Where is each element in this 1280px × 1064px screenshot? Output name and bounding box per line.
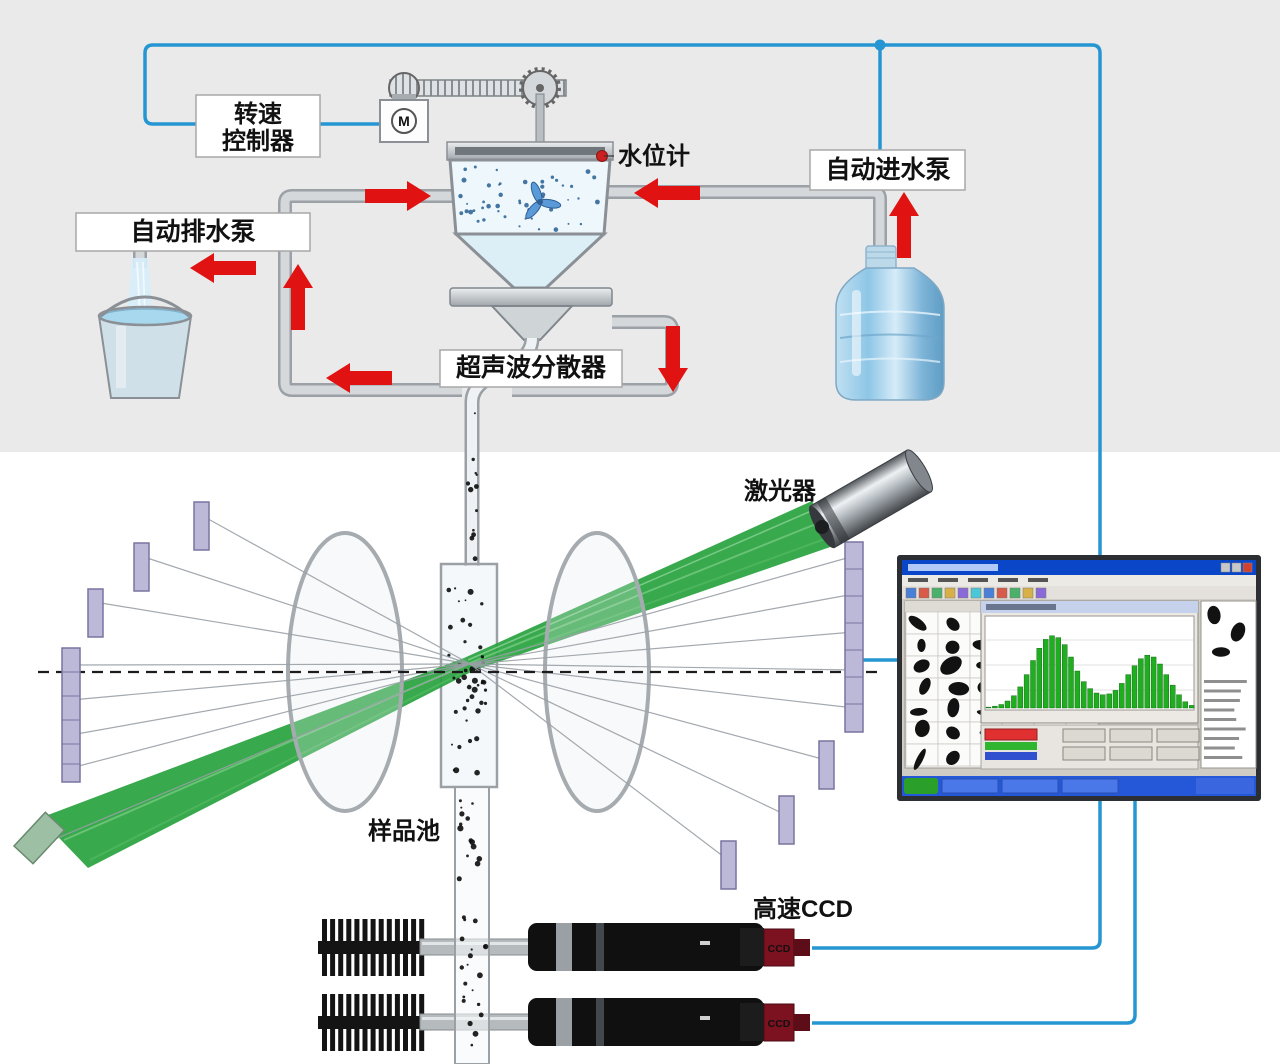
flow-arrows (190, 178, 919, 393)
ccd-connector (794, 1014, 810, 1031)
stirrer-drive: M (379, 67, 567, 143)
titlebar-text-placeholder (908, 564, 998, 571)
menu-items-placeholder (908, 578, 1048, 582)
toolbar-icons (905, 587, 1047, 599)
menu-bar (902, 575, 1256, 586)
speed-controller-label-line2: 控制器 (222, 127, 295, 155)
legend-red (984, 728, 1038, 741)
bucket-body (97, 315, 193, 399)
maximize-button (1231, 562, 1242, 573)
impeller (525, 181, 562, 219)
detector-left-2 (133, 542, 150, 592)
close-button (1242, 562, 1253, 573)
laser-device (808, 449, 933, 549)
detector-beam-stop (12, 811, 66, 865)
flow-arrow-left-drain (190, 253, 256, 283)
screen-titlebar (902, 560, 1256, 575)
motor-letter: M (398, 113, 410, 129)
ultrasonic-disperser-box (439, 349, 623, 388)
drain-pump-box (75, 212, 311, 252)
data-rows-placeholder (1204, 680, 1247, 759)
bucket-rim (97, 305, 193, 327)
camera-body (528, 923, 764, 971)
disperser-horn (489, 305, 575, 341)
detector-right-3 (720, 840, 737, 890)
detector-right-2 (778, 795, 795, 845)
speed-controller-box (195, 94, 321, 158)
detector-right-1 (818, 740, 835, 790)
ccd-block-label: CCD (768, 943, 791, 955)
ccd-sensor-block (763, 1003, 795, 1042)
water-level-label: 水位计 (618, 142, 690, 170)
speed-controller-label-line1: 转速 (234, 100, 282, 128)
ccd-sensor-block (763, 928, 795, 967)
control-buttons (1062, 728, 1200, 761)
flow-arrow-down-right (658, 326, 688, 392)
taskbar-items (941, 778, 1254, 794)
main-control-cable (143, 43, 1102, 950)
beam-diverging (40, 658, 475, 868)
ccd-camera-2: CCD (318, 994, 810, 1051)
ccd-camera-1: CCD (318, 919, 810, 976)
laser-label: 激光器 (744, 477, 817, 505)
flow-arrow-up-left (283, 264, 313, 330)
detector-left-3 (87, 588, 104, 638)
start-button (904, 778, 938, 794)
circulation-pipes (133, 185, 887, 397)
laser-aperture (815, 520, 829, 534)
optics (286, 531, 651, 813)
inlet-pump-label: 自动进水泵 (825, 156, 950, 184)
flow-arrow-right (365, 181, 431, 211)
bucket-handle (100, 295, 190, 318)
detector-left-column (61, 647, 81, 783)
detector-left-1 (193, 501, 210, 551)
detector-right-column (844, 541, 864, 733)
particle-preview (1207, 605, 1246, 657)
heatsink-bar (318, 1016, 424, 1029)
scattered-light-rays (33, 514, 855, 861)
high-speed-ccd-label: 高速CCD (753, 895, 853, 923)
signal-cables (143, 39, 1137, 1025)
labels: 转速 控制器 自动排水泵 自动进水泵 超声波分散器 水位计 激光器 样品池 高速… (75, 94, 966, 923)
minimize-button (1220, 562, 1231, 573)
tank-suspension-particles (458, 165, 600, 262)
detector-array (12, 501, 864, 890)
sample-particles (446, 412, 489, 1047)
laser-beam (40, 501, 836, 868)
heatsink-bar (318, 941, 424, 954)
legend-green (985, 742, 1037, 750)
ccd-assemblies: CCD CCD (318, 919, 810, 1051)
water-stream (127, 258, 153, 318)
water-bottle (835, 245, 945, 401)
right-info-panel (1200, 600, 1257, 769)
flow-arrow-up-bottle (889, 192, 919, 258)
size-distribution-histogram (985, 635, 1195, 709)
drain-pump-label: 自动排水泵 (130, 218, 255, 246)
inlet-pump-box (809, 149, 966, 191)
drain-bucket (97, 258, 193, 399)
sample-cell-label: 样品池 (368, 817, 440, 845)
motor-badge (391, 108, 417, 134)
legend-blue (985, 752, 1037, 760)
ultrasonic-disperser-label: 超声波分散器 (456, 353, 607, 382)
ccd-connector (794, 939, 810, 956)
flow-arrow-left-bottom (326, 363, 392, 393)
camera-body (528, 998, 764, 1046)
ultrasonic-disperser-platform (449, 287, 613, 307)
ccd2-cable (812, 780, 1137, 1025)
ccd-block-label: CCD (768, 1018, 791, 1030)
flow-arrow-left-inlet (634, 178, 700, 208)
analysis-computer (897, 555, 1261, 801)
lower-tube (454, 786, 490, 1064)
cable-junction-dot (874, 39, 886, 51)
mixing-tank (446, 93, 614, 341)
